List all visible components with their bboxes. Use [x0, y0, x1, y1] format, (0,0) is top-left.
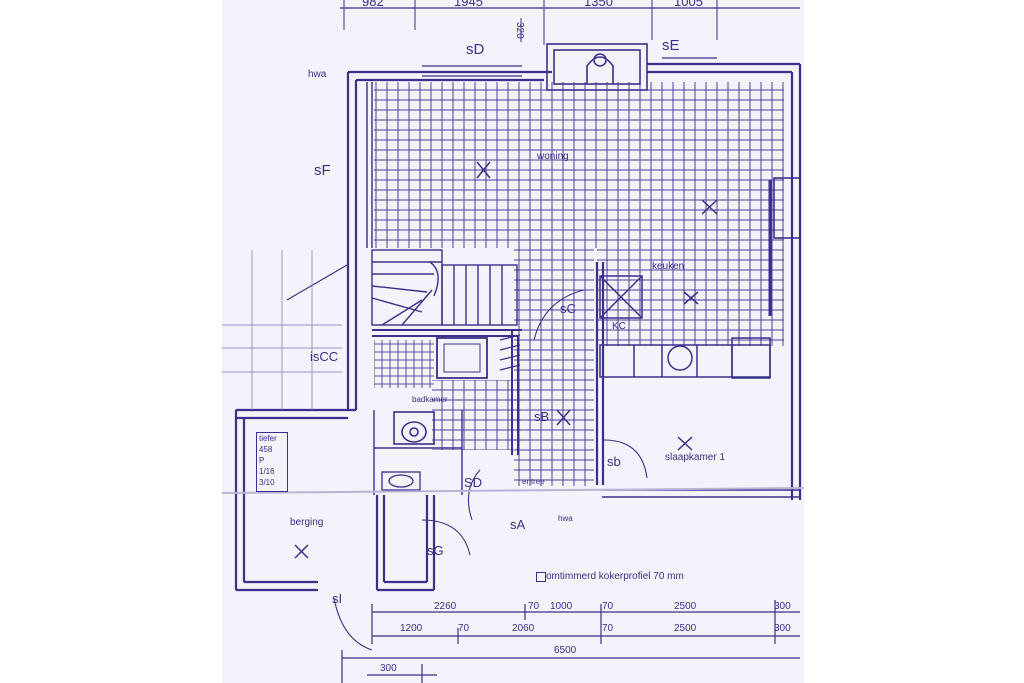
toilet-icon: [393, 411, 435, 445]
bottom-dim-r2-6: 300: [774, 623, 791, 634]
section-sI: sI: [332, 591, 343, 606]
meter-table-line-3: P: [259, 456, 265, 465]
room-entree: entree: [522, 477, 545, 486]
bottom-dim-r1-5: 2500: [674, 601, 697, 612]
bottom-dim-r2-1: 1200: [400, 623, 423, 634]
section-sb: sb: [607, 454, 621, 469]
section-sB: sB: [534, 409, 550, 424]
room-badkamer: badkamer: [412, 395, 448, 404]
paper-fold: [222, 487, 804, 494]
top-dim-4: 1005: [674, 0, 703, 9]
top-dim-2: 1945: [454, 0, 483, 9]
section-sG: sG: [427, 543, 444, 558]
fixture-cross-icon: [294, 161, 718, 559]
meter-table-line-4: 1/16: [259, 467, 275, 476]
bottom-dim-r2-3: 2060: [512, 623, 535, 634]
room-keuken: keuken: [652, 261, 685, 272]
bottom-dim-r1-4: 70: [602, 601, 614, 612]
meter-table-line-2: 458: [259, 445, 273, 454]
right-window: [768, 177, 801, 316]
bathroom-floor: [374, 340, 434, 388]
bottom-dim-r1-3: 1000: [550, 601, 573, 612]
bottom-dim-total: 6500: [554, 645, 577, 656]
floor-plan-drawing: [222, 0, 804, 683]
section-sD: sD: [466, 41, 485, 58]
hwa-bottom-label: hwa: [558, 514, 573, 523]
bottom-dim-r2-4: 70: [602, 623, 614, 634]
top-small-dim: 320: [514, 22, 525, 39]
kitchen-counter: [599, 275, 771, 379]
top-dim-3: 1350: [584, 0, 613, 9]
bottom-dim-small: 300: [380, 663, 397, 674]
drawing-sheet: 982 1945 1350 1005 320 sD sE sF sC sB sb…: [222, 0, 804, 683]
sink-icon: [381, 471, 421, 491]
bottom-dim-r1-1: 2260: [434, 601, 457, 612]
top-dim-1: 982: [362, 0, 384, 9]
room-woning: woning: [537, 151, 569, 162]
section-sF: sF: [314, 162, 331, 179]
stove-icon: [667, 345, 693, 371]
room-berging: berging: [290, 517, 324, 528]
hwa-top-label: hwa: [308, 69, 327, 80]
staircase: [371, 249, 518, 326]
section-isCC: isCC: [310, 349, 339, 364]
section-sA: sA: [510, 517, 526, 532]
shower: [436, 337, 488, 379]
section-sE: sE: [662, 37, 680, 54]
bottom-dim-r1-2: 70: [528, 601, 540, 612]
meter-table-line-5: 3/10: [259, 478, 275, 487]
bottom-dimension-lines: [341, 600, 800, 683]
meter-table: tiefer 458 P 1/16 3/10: [256, 432, 288, 492]
note-arrow: [536, 572, 546, 582]
bottom-dim-r1-6: 300: [774, 601, 791, 612]
section-sD-bottom: SD: [464, 475, 483, 490]
bottom-dim-r2-2: 70: [458, 623, 470, 634]
kitchen-cabinet-label: KC: [612, 321, 626, 332]
section-sC: sC: [560, 301, 576, 316]
room-slaapkamer: slaapkamer 1: [665, 452, 726, 463]
beam-note: omtimmerd kokerprofiel 70 mm: [546, 571, 684, 582]
bottom-dim-r2-5: 2500: [674, 623, 697, 634]
exterior-walls: [234, 62, 802, 592]
living-room-floor: [374, 82, 784, 248]
meter-table-line-1: tiefer: [259, 434, 277, 443]
